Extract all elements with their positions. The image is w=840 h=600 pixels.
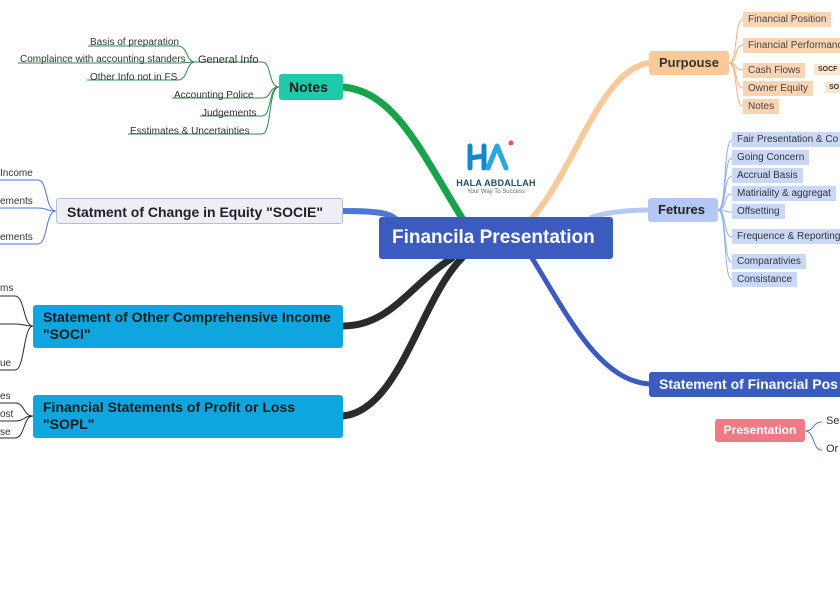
- leaf-consistance[interactable]: Consistance: [732, 272, 798, 287]
- topic-general-info[interactable]: General Info: [198, 54, 259, 66]
- leaf-sofp-1[interactable]: Se: [826, 415, 840, 427]
- leaf-socie-2[interactable]: ements: [0, 196, 33, 207]
- topic-presentation[interactable]: Presentation: [715, 419, 805, 442]
- leaf-fair-presentation[interactable]: Fair Presentation & Co: [732, 132, 840, 147]
- leaf-frequence-reporting[interactable]: Frequence & Reporting: [732, 229, 840, 244]
- leaf-financial-position[interactable]: Financial Position: [743, 12, 832, 27]
- leaf-socie-3[interactable]: ements: [0, 232, 33, 243]
- topic-notes[interactable]: Notes: [279, 74, 343, 100]
- leaf-materiality[interactable]: Matiriality & aggregat: [732, 186, 836, 201]
- topic-fetures[interactable]: Fetures: [648, 198, 718, 222]
- leaf-other-info[interactable]: Other Info not in FS: [90, 72, 178, 83]
- leaf-financial-performance[interactable]: Financial Performance: [743, 38, 840, 53]
- leaf-owner-equity[interactable]: Owner Equity: [743, 81, 814, 96]
- leaf-soci-2[interactable]: ue: [0, 358, 12, 369]
- topic-purpose[interactable]: Purpouse: [649, 51, 729, 75]
- leaf-estimates[interactable]: Esstimates & Uncertainties: [130, 126, 250, 137]
- tag-so: SO: [825, 82, 840, 93]
- leaf-notes[interactable]: Notes: [743, 99, 780, 114]
- leaf-judgements[interactable]: Judgements: [202, 108, 257, 119]
- leaf-accrual-basis[interactable]: Accrual Basis: [732, 168, 803, 183]
- leaf-cash-flows[interactable]: Cash Flows: [743, 63, 806, 78]
- tag-socf: SOCF: [814, 64, 840, 75]
- leaf-accounting-police[interactable]: Accounting Police: [174, 90, 254, 101]
- leaf-sopl-1[interactable]: es: [0, 391, 11, 402]
- logo-tagline: Your Way To Success: [467, 189, 525, 195]
- topic-sofp[interactable]: Statement of Financial Pos: [649, 372, 840, 397]
- leaf-soci-1[interactable]: ms: [0, 283, 14, 294]
- topic-soci[interactable]: Statement of Other Comprehensive Income …: [33, 305, 343, 348]
- leaf-basis-of-preparation[interactable]: Basis of preparation: [90, 37, 179, 48]
- logo-name: HALA ABDALLAH: [456, 178, 536, 188]
- topic-sopl[interactable]: Financial Statements of Profit or Loss "…: [33, 395, 343, 438]
- leaf-going-concern[interactable]: Going Concern: [732, 150, 810, 165]
- logo: HALA ABDALLAH Your Way To Success: [452, 138, 540, 198]
- leaf-sopl-3[interactable]: se: [0, 427, 11, 438]
- logo-mark-icon: [467, 140, 514, 171]
- leaf-sopl-2[interactable]: ost: [0, 409, 14, 420]
- leaf-compliance[interactable]: Complaince with accounting standers: [20, 54, 186, 65]
- leaf-socie-1[interactable]: Income: [0, 168, 33, 179]
- central-topic[interactable]: Financila Presentation: [379, 217, 613, 259]
- topic-socie[interactable]: Statment of Change in Equity "SOCIE": [56, 198, 343, 224]
- leaf-sofp-2[interactable]: Or: [826, 443, 839, 455]
- leaf-comparativies[interactable]: Comparativies: [732, 254, 806, 269]
- leaf-offsetting[interactable]: Offsetting: [732, 204, 785, 219]
